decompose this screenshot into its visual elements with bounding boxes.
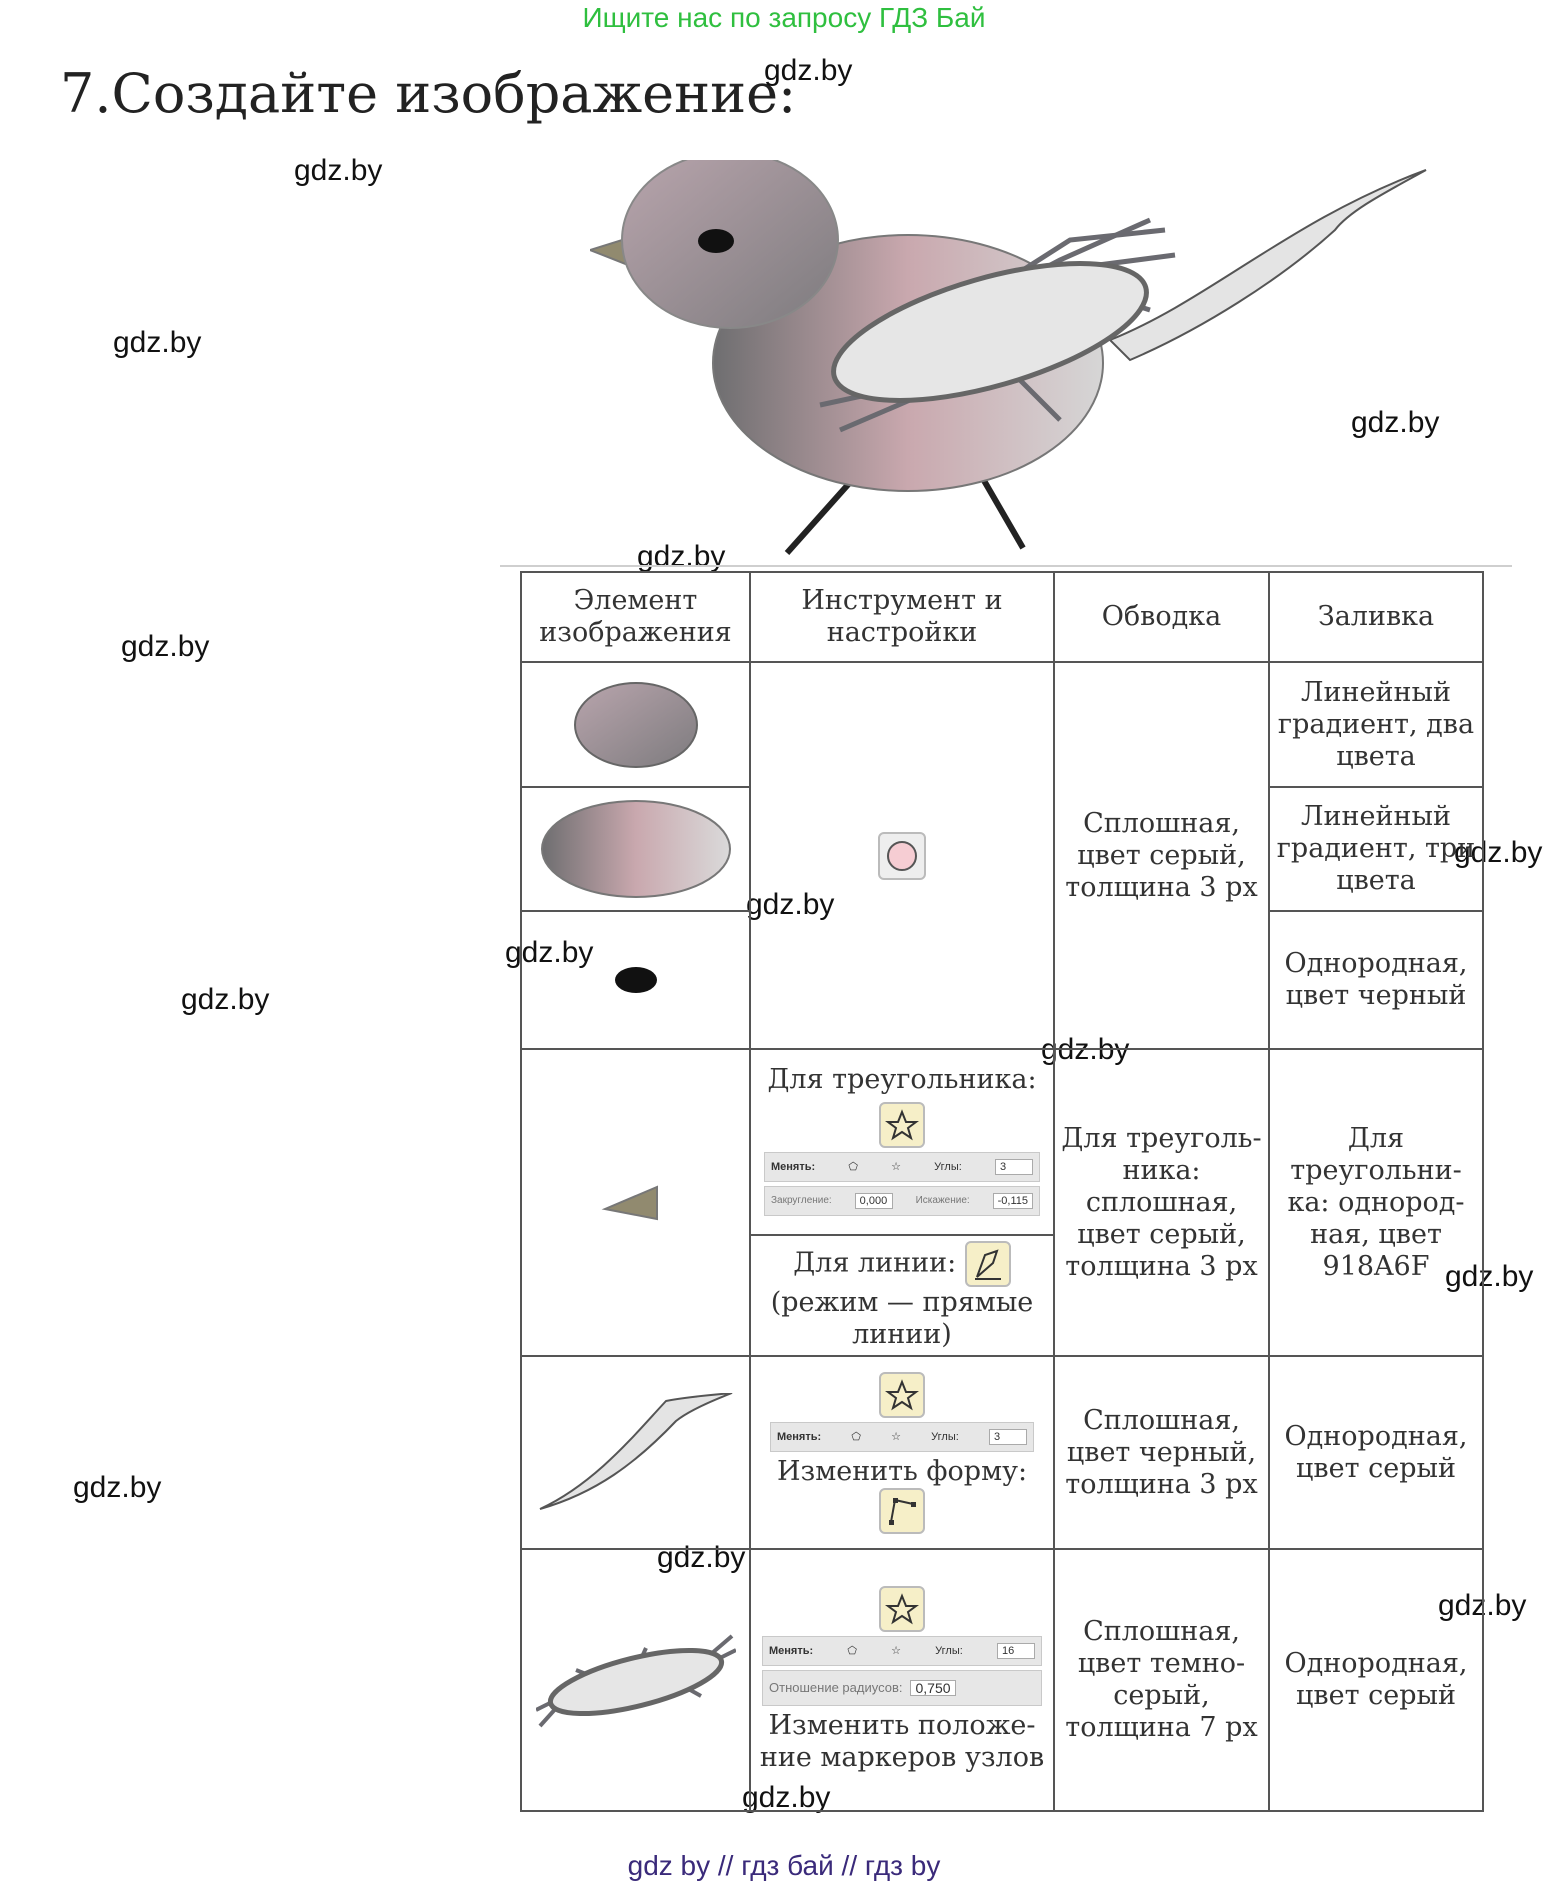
fill-cell: Линейный градиент, три цвета [1268, 786, 1484, 912]
header-stroke: Обводка [1053, 571, 1270, 663]
star-mode-icon[interactable]: ☆ [891, 1430, 901, 1443]
element-cell [520, 1355, 751, 1550]
corners-input[interactable]: 3 [995, 1159, 1033, 1175]
ellipse-gradient-body-icon [540, 800, 731, 898]
header-element: Элемент изображения [520, 571, 751, 663]
divider [500, 565, 1512, 567]
element-cell [520, 786, 751, 912]
watermark: gdz.by [294, 154, 383, 187]
star-polygon-tool-icon[interactable] [879, 1102, 925, 1148]
corners-input[interactable]: 16 [997, 1643, 1035, 1659]
ellipse-black-eye-icon [614, 967, 657, 993]
fill-cell: Однородная, цвет черный [1268, 910, 1484, 1050]
watermark: gdz.by [1351, 406, 1440, 439]
fill-cell: Однородная, цвет серый [1268, 1548, 1484, 1812]
star-toolbar: Менять: ⬠ ☆ Углы: 16 [762, 1636, 1042, 1666]
header-tool: Инструмент и настройки [749, 571, 1055, 663]
ratio-toolbar: Отношение радиусов: 0,750 [762, 1670, 1042, 1706]
ellipse-stroke-cell: Сплошная, цвет серый, толщина 3 px [1053, 661, 1270, 1050]
triangle-tool-cell: Для треугольника: Менять: ⬠ ☆ Углы: 3 За… [749, 1048, 1055, 1236]
corners-input[interactable]: 3 [989, 1428, 1027, 1445]
polygon-mode-icon[interactable]: ⬠ [848, 1161, 858, 1173]
star-toolbar: Менять: ⬠ ☆ Углы: 3 [770, 1421, 1034, 1452]
header-fill: Заливка [1268, 571, 1484, 663]
settings-table: Элемент изображения Инструмент и настрой… [520, 571, 1484, 1812]
star-polygon-tool-icon[interactable] [879, 1371, 925, 1418]
watermark: gdz.by [764, 54, 853, 87]
triangle-beak-icon [601, 1184, 658, 1220]
ellipse-gradient-head-icon [573, 681, 698, 768]
line-label: Для линии: [793, 1247, 957, 1278]
line-mode-label: (режим — прямые линии) [770, 1286, 1034, 1350]
fill-cell: Однородная, цвет серый [1268, 1355, 1484, 1550]
tail-shape-icon [539, 1392, 732, 1510]
element-cell [520, 661, 751, 788]
line-tool-cell: Для линии: (режим — прямые линии) [749, 1234, 1055, 1357]
edit-nodes-label: Изменить положе-ние маркеров узлов [759, 1710, 1045, 1773]
watermark: gdz.by [181, 983, 270, 1016]
star-toolbar: Менять: ⬠ ☆ Углы: 3 [764, 1152, 1040, 1182]
stroke-cell: Сплошная, цвет темно-серый, толщина 7 px [1053, 1548, 1270, 1812]
element-cell [520, 910, 751, 1050]
wing-star-shape-icon [535, 1634, 736, 1728]
element-cell [520, 1548, 751, 1812]
rounding-input[interactable]: 0,000 [854, 1193, 893, 1209]
element-cell [520, 1048, 751, 1357]
edit-shape-label: Изменить форму: [776, 1455, 1028, 1487]
node-edit-tool-icon[interactable] [879, 1487, 925, 1534]
watermark: gdz.by [121, 630, 210, 663]
tail-shape [1108, 169, 1427, 362]
bird-eye [698, 229, 734, 253]
ratio-input[interactable]: 0,750 [910, 1680, 956, 1696]
watermark: gdz.by [637, 540, 726, 573]
watermark: gdz.by [73, 1471, 162, 1504]
triangle-label: Для треугольника: [767, 1064, 1037, 1095]
watermark: gdz.by [113, 326, 202, 359]
stroke-cell: Для треуголь-ника: сплошная, цвет серый,… [1053, 1048, 1270, 1357]
star-mode-icon[interactable]: ☆ [891, 1161, 901, 1173]
polygon-mode-icon[interactable]: ⬠ [851, 1430, 861, 1443]
distortion-input[interactable]: -0,115 [992, 1193, 1033, 1209]
ellipse-tool-icon[interactable] [878, 831, 926, 880]
stroke-cell: Сплошная, цвет черный, толщина 3 px [1053, 1355, 1270, 1550]
page-title: 7.Создайте изображение: [60, 62, 797, 125]
pen-tool-icon[interactable] [964, 1240, 1011, 1287]
footer-links: gdz by // гдз бай // гдз by [627, 1850, 941, 1881]
star-mode-icon[interactable]: ☆ [891, 1645, 901, 1657]
star-toolbar-params: Закругление: 0,000 Искажение: -0,115 [764, 1186, 1040, 1216]
fill-cell: Для треугольни-ка: однород-ная, цвет 918… [1268, 1048, 1484, 1357]
wing-tool-cell: Менять: ⬠ ☆ Углы: 16 Отношение радиусов:… [749, 1548, 1055, 1812]
top-banner: Ищите нас по запросу ГДЗ Бай [582, 2, 986, 33]
bird-illustration [590, 160, 1427, 555]
bird-wing [831, 261, 1149, 403]
star-polygon-tool-icon[interactable] [879, 1586, 925, 1632]
ellipse-tool-cell [749, 661, 1055, 1050]
tail-tool-cell: Менять: ⬠ ☆ Углы: 3 Изменить форму: [749, 1355, 1055, 1550]
fill-cell: Линейный градиент, два цвета [1268, 661, 1484, 788]
polygon-mode-icon[interactable]: ⬠ [847, 1645, 857, 1657]
